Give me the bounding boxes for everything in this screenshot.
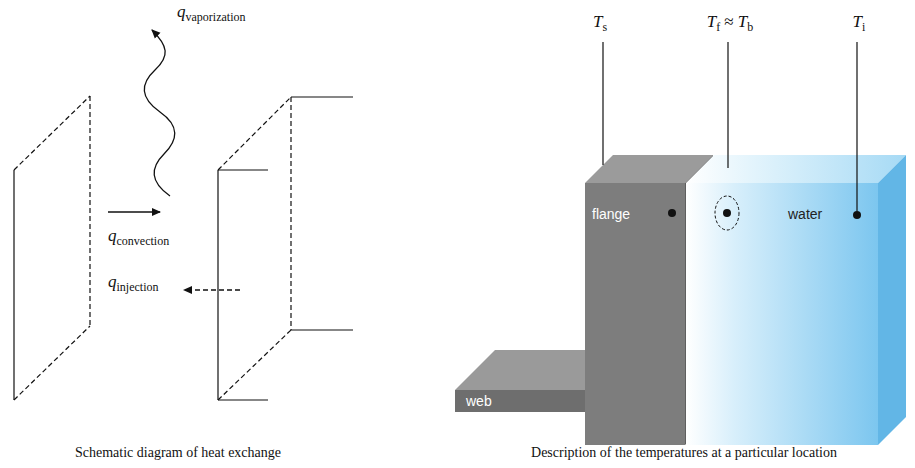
- vaporization-arrow: [144, 30, 174, 196]
- temperature-symbol: Tf ≈ Tb: [707, 12, 753, 37]
- subscript: vaporization: [186, 10, 246, 24]
- injection-arrow: [184, 289, 240, 290]
- point-surface: [668, 209, 676, 217]
- label-text: Schematic diagram of heat exchange: [75, 445, 281, 460]
- temperature-symbol: Ti: [853, 12, 866, 37]
- label-text: T: [593, 12, 602, 31]
- leader-lines: [603, 42, 857, 211]
- heat-plane: [14, 96, 90, 400]
- subscript: injection: [117, 280, 159, 294]
- label-text: flange: [592, 206, 630, 222]
- label-text: Description of the temperatures at a par…: [531, 445, 837, 460]
- label-text: q: [108, 226, 117, 245]
- subscript: i: [862, 20, 865, 34]
- heat-symbol: qvaporization: [177, 2, 245, 27]
- label-text: water: [788, 206, 822, 222]
- label-text: T: [738, 12, 747, 31]
- label-text: web: [466, 393, 492, 409]
- label-text: q: [177, 2, 186, 21]
- label-text: ≈: [724, 12, 733, 31]
- heat-symbol: qconvection: [108, 226, 169, 251]
- part-label: web: [466, 391, 492, 411]
- subscript: f: [716, 20, 720, 34]
- water-body: [686, 155, 906, 445]
- subscript: b: [747, 20, 753, 34]
- label-text: q: [108, 272, 117, 291]
- heat-symbol: qinjection: [108, 272, 159, 297]
- temperature-symbol: Ts: [593, 12, 607, 37]
- convection-arrow: [108, 211, 160, 212]
- subscript: s: [602, 20, 607, 34]
- label-text: T: [707, 12, 716, 31]
- caption: Description of the temperatures at a par…: [531, 443, 837, 463]
- point-film: [723, 209, 731, 217]
- subscript: convection: [117, 234, 170, 248]
- caption: Schematic diagram of heat exchange: [75, 443, 281, 463]
- part-label: flange: [592, 204, 630, 224]
- part-label: water: [788, 204, 822, 224]
- channel-section: [218, 97, 353, 400]
- film-ellipse: [715, 196, 739, 230]
- point-water: [853, 211, 861, 219]
- label-text: T: [853, 12, 862, 31]
- web-plate: [455, 350, 585, 412]
